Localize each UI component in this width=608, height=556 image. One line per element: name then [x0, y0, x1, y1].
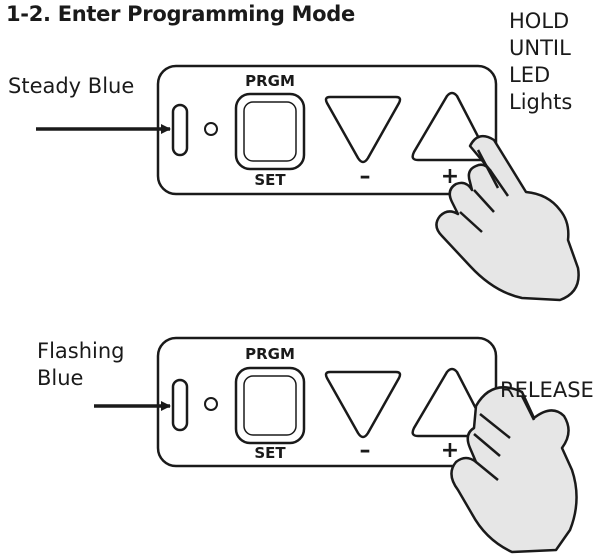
step1-set-label: SET [254, 171, 286, 189]
step1-led-status-label: Steady Blue [8, 74, 135, 98]
step1-plus-label: + [440, 164, 460, 189]
step1-down-triangle-icon[interactable] [324, 95, 402, 164]
step1-led-slot-icon [171, 103, 189, 157]
step1-prgm-set-button[interactable] [234, 92, 306, 171]
step1-instruction-line: Lights [509, 90, 573, 114]
step1-panel [36, 64, 498, 196]
page-title: 1-2. Enter Programming Mode [6, 2, 355, 26]
step1-minus-label: – [359, 164, 371, 189]
step1-hand-icon [435, 134, 580, 302]
step2-led-icon [204, 397, 218, 411]
step2-down-triangle-icon[interactable] [324, 370, 402, 439]
step2-set-label: SET [254, 444, 286, 462]
step1-instruction-line: LED [509, 63, 551, 87]
step2-hand-icon [450, 386, 578, 554]
step2-prgm-set-button[interactable] [234, 366, 306, 445]
step2-prgm-label: PRGM [245, 345, 295, 363]
step2-instruction: RELEASE [500, 378, 594, 402]
step2-led-status-line: Blue [37, 366, 84, 390]
step1-instruction: HOLD UNTIL LED Lights [509, 8, 572, 116]
step2-plus-label: + [440, 438, 460, 463]
step1-prgm-label: PRGM [245, 72, 295, 90]
step2-minus-label: – [359, 438, 371, 463]
step2-led-status-line: Flashing [37, 339, 125, 363]
step2-led-status-label: Flashing Blue [37, 338, 125, 392]
step2-panel [94, 336, 498, 468]
step1-instruction-line: HOLD [509, 9, 570, 33]
step1-instruction-line: UNTIL [509, 36, 571, 60]
step2-led-slot-icon [171, 378, 189, 432]
step1-led-icon [204, 122, 218, 136]
